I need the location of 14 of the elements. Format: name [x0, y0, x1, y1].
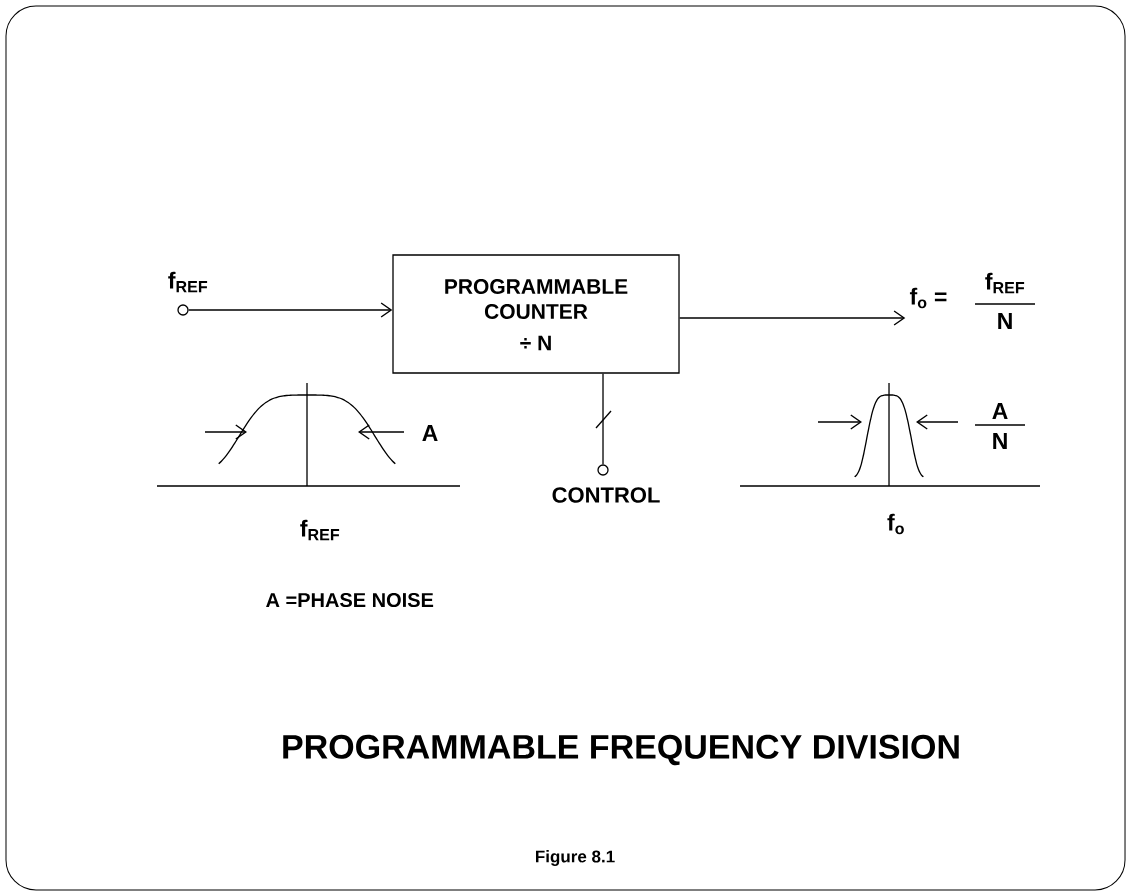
- counter-box: PROGRAMMABLE COUNTER ÷ N: [392, 254, 680, 374]
- node-label: CONTROL: [552, 487, 660, 503]
- title: PROGRAMMABLE FREQUENCY DIVISION: [283, 734, 959, 766]
- node-label: f$_{REF}$: [168, 271, 208, 293]
- note-text: A =PHASE NOISE: [266, 592, 434, 608]
- output-formula: f$_{o}$ = f$_{REF}$ N: [909, 272, 1036, 329]
- caption: Figure 8.1: [536, 850, 615, 866]
- text-label: f$_{o}$: [887, 513, 904, 535]
- input-terminal: f$_{REF}$: [168, 271, 208, 316]
- text-label: A: [422, 425, 438, 441]
- control-terminal: CONTROL: [552, 464, 660, 503]
- text-label: f$_{REF}$: [300, 519, 340, 541]
- text-label: N: [993, 433, 1007, 449]
- text-label: A: [992, 403, 1008, 419]
